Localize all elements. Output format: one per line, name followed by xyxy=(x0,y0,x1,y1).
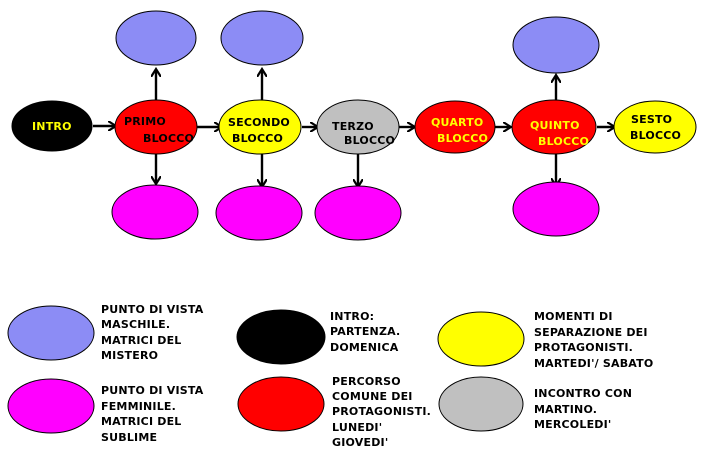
legend-martino-text: INCONTRO CON MARTINO. MERCOLEDI' xyxy=(534,387,632,431)
legend-martino-line: MERCOLEDI' xyxy=(534,418,611,431)
legend-separation-text: MOMENTI DI SEPARAZIONE DEI PROTAGONISTI.… xyxy=(534,310,653,370)
quarto-label-line2: BLOCCO xyxy=(437,132,488,145)
quinto-male-node xyxy=(512,16,600,74)
legend-female-line: PUNTO DI VISTA xyxy=(101,384,204,397)
sesto-label-line1: SESTO xyxy=(631,113,672,126)
terzo-blocco-node xyxy=(316,99,400,155)
legend-common-line: PROTAGONISTI. xyxy=(332,405,431,418)
legend-common-text: PERCORSO COMUNE DEI PROTAGONISTI. LUNEDI… xyxy=(332,375,431,449)
sesto-blocco-node xyxy=(613,100,697,154)
secondo-female-node xyxy=(215,185,303,241)
legend-male-text: PUNTO DI VISTA MASCHILE. MATRICI DEL MIS… xyxy=(101,303,204,362)
secondo-label-line2: BLOCCO xyxy=(232,132,283,145)
legend-common-line: GIOVEDI' xyxy=(332,436,388,449)
legend-male-line: MASCHILE. xyxy=(101,318,170,331)
legend-common-line: LUNEDI' xyxy=(332,421,382,434)
legend-intro-text: INTRO: PARTENZA. DOMENICA xyxy=(330,310,400,354)
legend-male-line: PUNTO DI VISTA xyxy=(101,303,204,316)
primo-label-line2: BLOCCO xyxy=(143,132,194,145)
legend-common-line: COMUNE DEI xyxy=(332,390,413,403)
sesto-label-line2: BLOCCO xyxy=(630,129,681,142)
legend-martino-swatch xyxy=(438,376,524,432)
legend-female-swatch xyxy=(7,378,95,434)
legend-separation-line: PROTAGONISTI. xyxy=(534,341,633,354)
legend-female-line: MATRICI DEL xyxy=(101,415,182,428)
quinto-label-line2: BLOCCO xyxy=(538,135,589,148)
legend-female-text: PUNTO DI VISTA FEMMINILE. MATRICI DEL SU… xyxy=(101,384,204,444)
legend-male-line: MATRICI DEL xyxy=(101,334,182,347)
legend-separation-line: MOMENTI DI xyxy=(534,310,613,323)
quinto-blocco-node xyxy=(511,99,597,155)
primo-blocco-node xyxy=(114,99,198,155)
legend-separation-line: MARTEDI'/ SABATO xyxy=(534,357,653,370)
legend-intro-line: DOMENICA xyxy=(330,341,399,354)
primo-label-line1: PRIMO xyxy=(124,115,166,128)
legend-separation-line: SEPARAZIONE DEI xyxy=(534,326,648,339)
terzo-label-line1: TERZO xyxy=(332,120,374,133)
secondo-male-node xyxy=(220,10,304,66)
legend-male-swatch xyxy=(7,305,95,361)
quinto-label-line1: QUINTO xyxy=(530,119,580,132)
terzo-female-node xyxy=(314,185,402,241)
primo-male-node xyxy=(115,10,197,66)
legend-martino-line: INCONTRO CON xyxy=(534,387,632,400)
legend-female-line: FEMMINILE. xyxy=(101,400,176,413)
legend-intro-line: INTRO: xyxy=(330,310,374,323)
intro-label: INTRO xyxy=(32,120,72,133)
quarto-label-line1: QUARTO xyxy=(431,116,484,129)
legend-martino-line: MARTINO. xyxy=(534,403,597,416)
legend-separation-swatch xyxy=(437,311,525,367)
primo-female-node xyxy=(111,184,199,240)
intro-node xyxy=(11,100,93,152)
secondo-label-line1: SECONDO xyxy=(228,116,290,129)
legend-common-swatch xyxy=(237,376,325,432)
quinto-female-node xyxy=(512,181,600,237)
legend-common-line: PERCORSO xyxy=(332,375,401,388)
terzo-label-line2: BLOCCO xyxy=(344,134,395,147)
quarto-blocco-node xyxy=(414,100,496,154)
legend-intro-line: PARTENZA. xyxy=(330,325,400,338)
legend-female-line: SUBLIME xyxy=(101,431,157,444)
legend-male-line: MISTERO xyxy=(101,349,158,362)
secondo-blocco-node xyxy=(218,99,302,155)
legend-intro-swatch xyxy=(236,309,326,365)
